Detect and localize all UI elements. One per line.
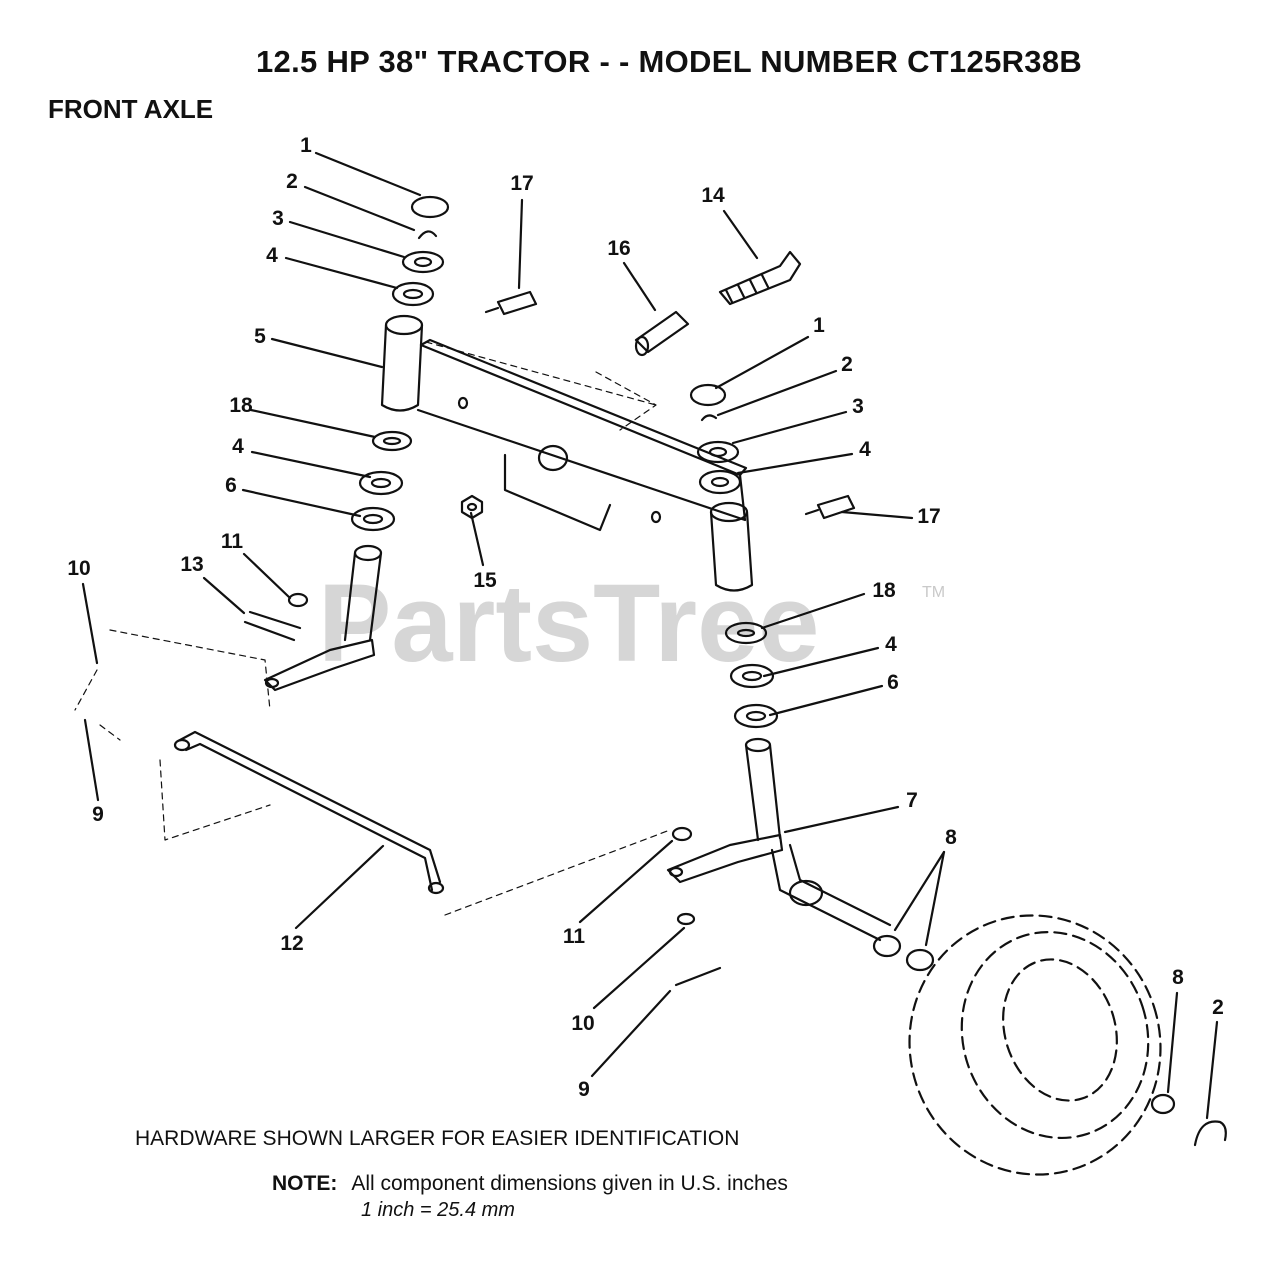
callout-9: 9: [578, 1078, 590, 1101]
callout-7: 7: [906, 789, 918, 812]
callout-8: 8: [1172, 966, 1184, 989]
callout-4: 4: [859, 438, 871, 461]
phantom-lines: [74, 341, 671, 916]
section-title: FRONT AXLE: [48, 94, 214, 124]
callout-2: 2: [286, 170, 298, 193]
callout-18: 18: [872, 579, 896, 602]
callout-4: 4: [232, 435, 244, 458]
callout-1: 1: [813, 314, 825, 337]
left-spindle: [243, 544, 383, 692]
callout-18: 18: [229, 394, 253, 417]
hardware-note: HARDWARE SHOWN LARGER FOR EASIER IDENTIF…: [135, 1127, 740, 1150]
callout-3: 3: [852, 395, 864, 418]
callout-17: 17: [510, 172, 534, 195]
callout-13: 13: [180, 553, 204, 576]
callout-16: 16: [607, 237, 631, 260]
callout-6: 6: [887, 671, 899, 694]
callout-1: 1: [300, 134, 312, 157]
dimension-note: NOTE: All component dimensions given in U…: [272, 1172, 788, 1196]
callout-17: 17: [917, 505, 941, 528]
callout-9: 9: [92, 803, 104, 826]
callout-8: 8: [945, 826, 957, 849]
tie-rod: [173, 730, 445, 895]
front-wheel: [908, 914, 1162, 1176]
callout-14: 14: [701, 184, 725, 207]
leader-lines: [81, 151, 1219, 1120]
callout-5: 5: [254, 325, 266, 348]
callout-3: 3: [272, 207, 284, 230]
callout-4: 4: [266, 244, 278, 267]
callout-2: 2: [841, 353, 853, 376]
callout-11: 11: [220, 530, 244, 553]
wheel-hardware: [1150, 1093, 1227, 1147]
right-spindle: [666, 737, 935, 987]
callout-12: 12: [280, 932, 304, 955]
watermark-tm: TM: [922, 584, 946, 601]
callout-10: 10: [67, 557, 91, 580]
right-spindle-hardware: [689, 383, 779, 729]
page-title: 12.5 HP 38" TRACTOR - - MODEL NUMBER CT1…: [256, 44, 1083, 79]
note-text: All component dimensions given in U.S. i…: [351, 1172, 788, 1195]
pivot-hardware: [460, 250, 856, 520]
unit-conversion: 1 inch = 25.4 mm: [361, 1199, 515, 1221]
callout-4: 4: [885, 633, 897, 656]
left-spindle-hardware: [350, 195, 450, 532]
callout-2: 2: [1212, 996, 1224, 1019]
callout-6: 6: [225, 474, 237, 497]
callout-11: 11: [562, 925, 586, 948]
callout-10: 10: [571, 1012, 595, 1035]
callout-15: 15: [473, 569, 497, 592]
front-axle-beam: [380, 314, 754, 592]
note-label: NOTE:: [272, 1172, 338, 1195]
